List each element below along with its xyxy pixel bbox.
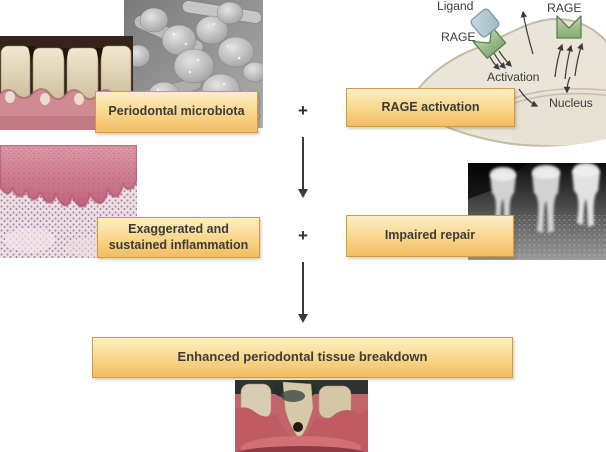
xray-teeth (490, 166, 600, 233)
periodontitis-clinical-photo (235, 380, 368, 452)
flow-arrow-top-head (298, 189, 308, 198)
rage-right-label: RAGE (547, 1, 582, 15)
nucleus-label: Nucleus (549, 96, 593, 110)
stroma-light-zone (5, 228, 55, 252)
box-enhanced-breakdown: Enhanced periodontal tissue breakdown (92, 337, 513, 378)
signal-arrows-free-receptor (554, 42, 584, 80)
box-rage-activation: RAGE activation (346, 88, 515, 127)
rage-receptor-free (556, 15, 582, 39)
cavity-lesion (293, 422, 303, 432)
stain-band (281, 390, 305, 402)
flow-arrow-bottom-head (298, 314, 308, 323)
to-nucleus-small-arrow (563, 76, 571, 94)
flow-arrow-bottom-line (302, 262, 304, 315)
box-exaggerated-inflammation: Exaggerated and sustained inflammation (97, 217, 260, 258)
plus-operator-bottom: + (298, 226, 308, 245)
flow-arrow-top-line (302, 137, 304, 190)
mouth-shadow (236, 446, 366, 452)
activation-label: Activation (487, 70, 540, 84)
box-periodontal-microbiota: Periodontal microbiota (95, 91, 258, 133)
recycling-arrow (520, 10, 534, 55)
rage-receptor-bound (472, 25, 507, 60)
xray-crowns (490, 163, 599, 181)
nuclear-envelope (511, 88, 606, 104)
sem-bacteria-cocci (125, 1, 263, 125)
interdental-gaps (28, 46, 103, 65)
activation-to-nucleus-arrow (518, 88, 539, 107)
box-impaired-repair: Impaired repair (346, 215, 514, 257)
rage-left-label: RAGE (441, 30, 476, 44)
plus-operator-top: + (298, 101, 308, 120)
ligand-label: Ligand (437, 0, 474, 13)
ligand-shape (470, 8, 500, 38)
